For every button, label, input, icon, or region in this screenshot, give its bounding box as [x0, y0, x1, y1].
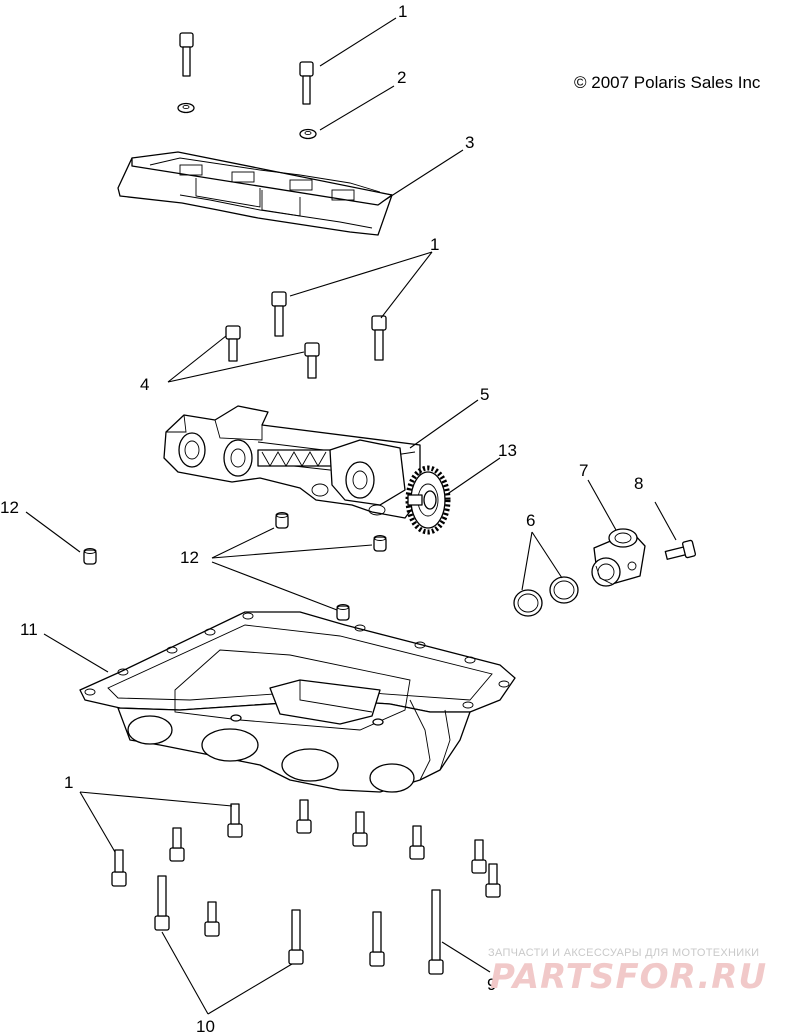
- bolt-mid-4b: [304, 342, 320, 379]
- oil-fitting-elbow: [591, 528, 646, 587]
- bolt-pan-1b: [169, 827, 185, 862]
- callout-1-bottom: 1: [64, 773, 73, 792]
- bolt-pan-1i: [204, 901, 220, 937]
- callout-3: 3: [465, 133, 474, 152]
- callout-10: 10: [196, 1017, 215, 1035]
- bolt-pan-1h: [485, 863, 501, 898]
- o-ring-right: [549, 576, 579, 604]
- pump-drive-gear: [405, 465, 451, 535]
- callout-5: 5: [480, 385, 489, 404]
- callout-11: 11: [20, 620, 38, 639]
- callout-7: 7: [579, 461, 588, 480]
- copyright-text: © 2007 Polaris Sales Inc: [574, 73, 761, 92]
- bolt-long-9: [428, 889, 444, 975]
- bolt-pan-1d: [296, 799, 312, 834]
- bolt-pan-1c: [227, 803, 243, 838]
- callout-13: 13: [498, 441, 517, 460]
- callout-1-top: 1: [398, 2, 407, 21]
- o-ring-left: [513, 589, 543, 617]
- bolt-pan-1g: [471, 839, 487, 874]
- callout-6: 6: [526, 511, 535, 530]
- fitting-bolt: [664, 539, 697, 560]
- callout-12-mid: 12: [180, 548, 199, 567]
- oil-pan: [79, 611, 516, 793]
- dowel-low: [336, 604, 350, 621]
- bolt-top-right: [299, 61, 314, 105]
- callout-4: 4: [140, 375, 149, 394]
- washer-right: [299, 128, 317, 140]
- washer-left: [177, 102, 195, 114]
- bolt-long-10a: [154, 875, 170, 931]
- callout-12-left: 12: [0, 498, 19, 517]
- bolt-mid-1a: [271, 291, 287, 337]
- dowel-left: [83, 548, 97, 565]
- dowel-right: [373, 535, 387, 552]
- callout-9: 9: [487, 975, 496, 994]
- bolt-long-10b: [288, 909, 304, 965]
- bolt-pan-1e: [352, 811, 368, 847]
- bolt-long-10c: [369, 911, 385, 967]
- dowel-mid: [275, 512, 289, 529]
- callout-8: 8: [634, 474, 643, 493]
- callout-1-mid: 1: [430, 235, 439, 254]
- bolt-pan-1a: [111, 849, 127, 887]
- oil-pump-assembly: [163, 405, 421, 519]
- bolt-mid-1b: [371, 315, 387, 361]
- bolt-mid-4a: [225, 325, 241, 362]
- callout-2: 2: [397, 68, 406, 87]
- watermark-brand: PARTSFOR.RU: [490, 957, 767, 997]
- watermark-tagline: ЗАПЧАСТИ И АКСЕССУАРЫ ДЛЯ МОТОТЕХНИКИ: [488, 947, 759, 959]
- bolt-pan-1f: [409, 825, 425, 860]
- bolt-top-left: [179, 32, 194, 77]
- baffle-plate: [117, 151, 393, 236]
